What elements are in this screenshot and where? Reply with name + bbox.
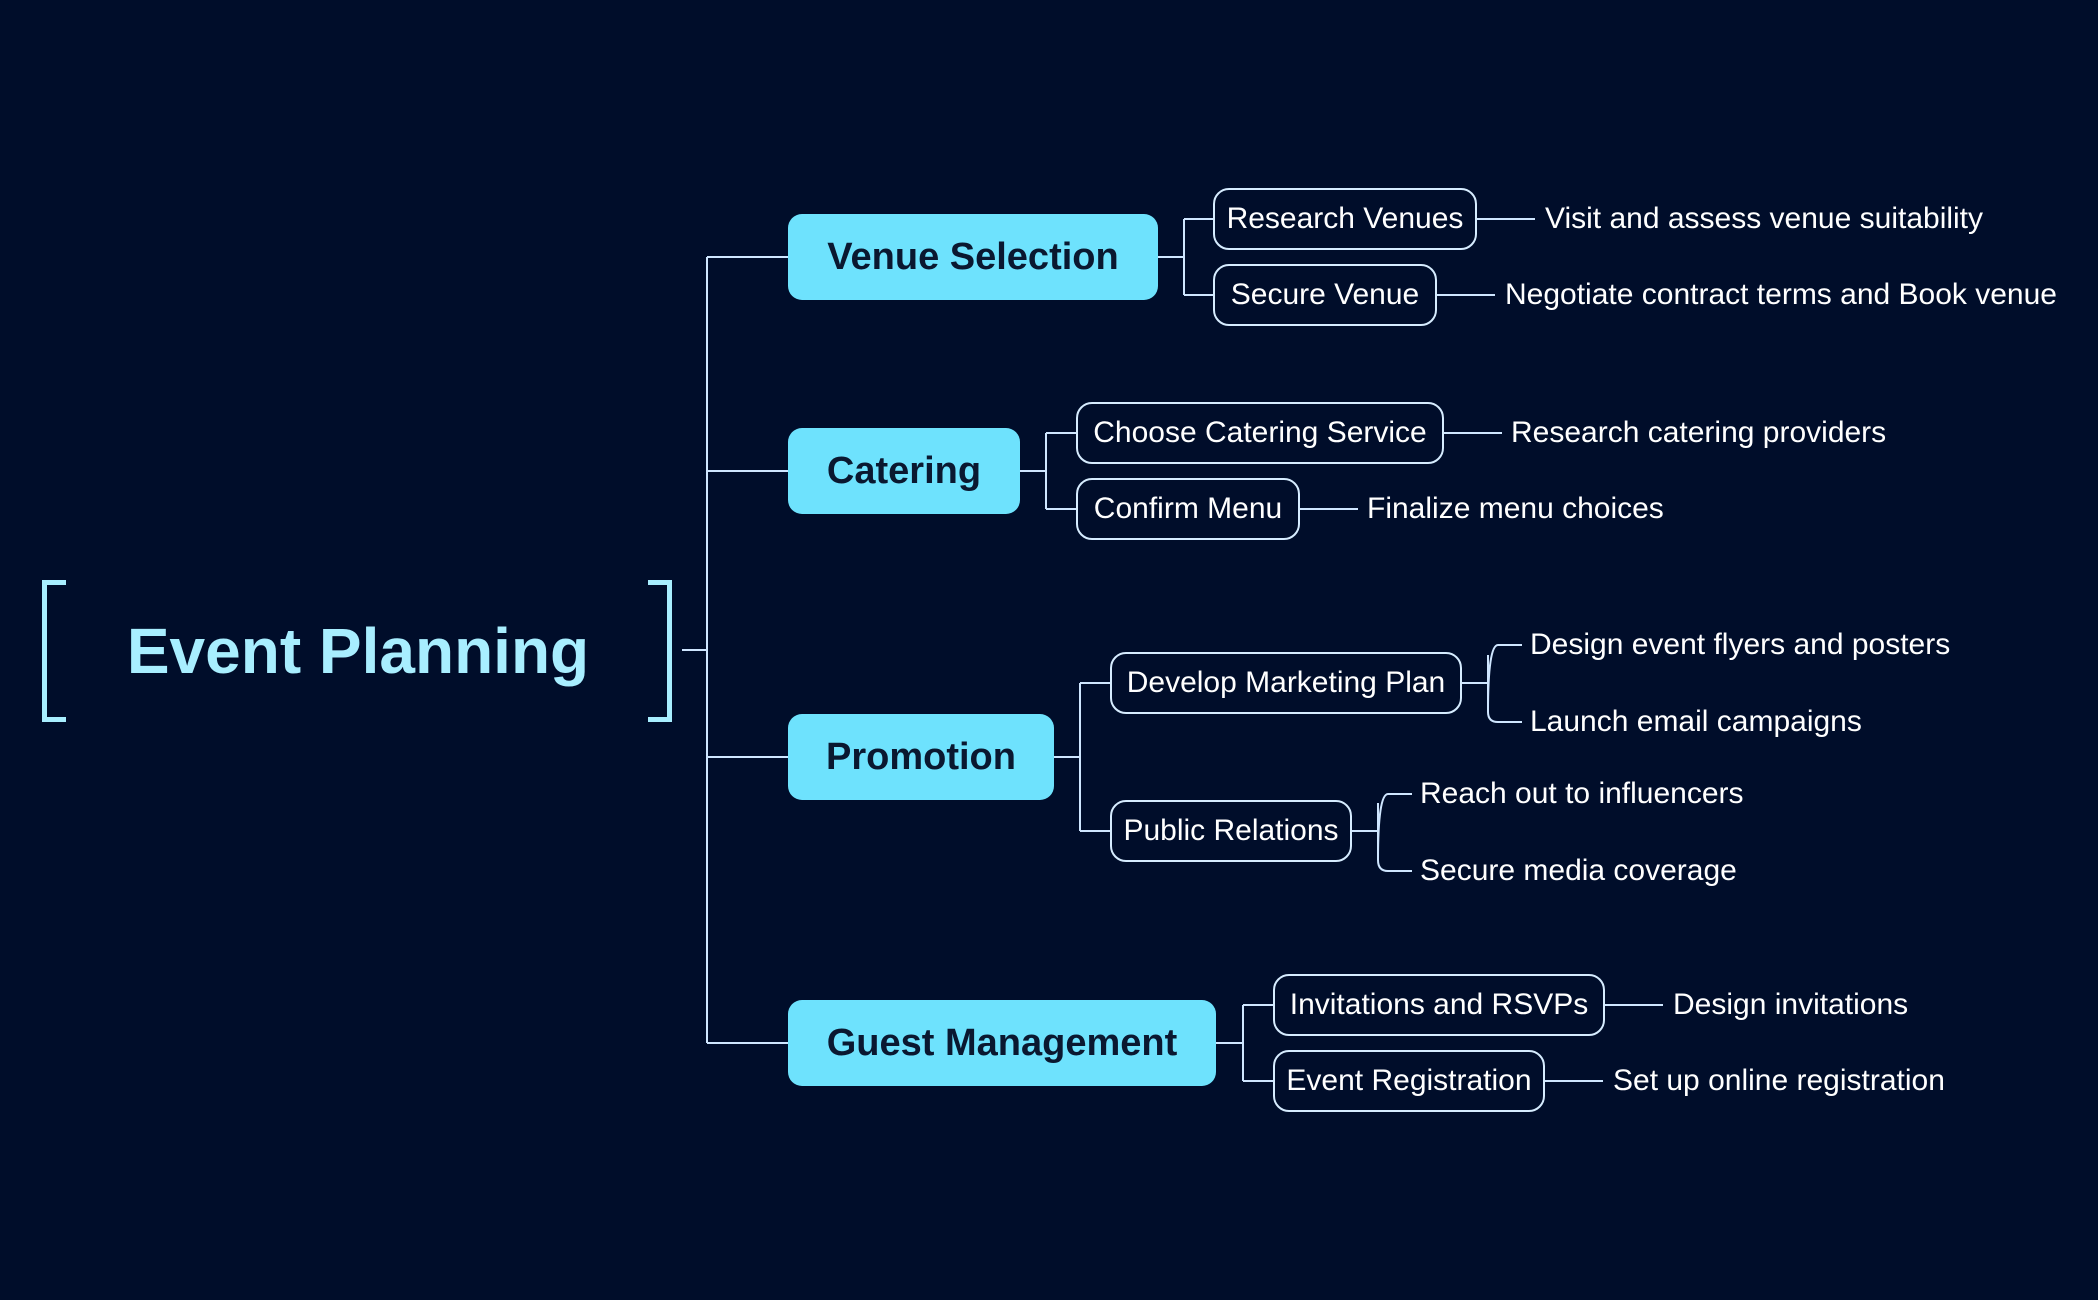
- subtopic-public-relations[interactable]: Public Relations: [1110, 800, 1352, 862]
- leaf-visit-assess-venue[interactable]: Visit and assess venue suitability: [1545, 202, 1984, 235]
- connector-promotion-subs: [1054, 682, 1110, 832]
- leaf-online-registration[interactable]: Set up online registration: [1613, 1064, 1945, 1097]
- connector-venue-subs: [1158, 218, 1213, 296]
- leaf-media-coverage[interactable]: Secure media coverage: [1420, 854, 1737, 887]
- root-bracket-right: [648, 580, 672, 722]
- leaf-finalize-menu[interactable]: Finalize menu choices: [1367, 492, 1664, 525]
- branch-venue-selection[interactable]: Venue Selection: [788, 214, 1158, 300]
- leaf-design-invitations[interactable]: Design invitations: [1673, 988, 1909, 1021]
- connector-guest-subs: [1216, 1004, 1273, 1082]
- subtopic-research-venues[interactable]: Research Venues: [1213, 188, 1477, 250]
- branch-guest-management[interactable]: Guest Management: [788, 1000, 1216, 1086]
- subtopic-invitations-rsvps[interactable]: Invitations and RSVPs: [1273, 974, 1605, 1036]
- subtopic-event-registration[interactable]: Event Registration: [1273, 1050, 1545, 1112]
- subtopic-develop-marketing-plan[interactable]: Develop Marketing Plan: [1110, 652, 1462, 714]
- leaf-research-catering[interactable]: Research catering providers: [1511, 416, 1887, 449]
- root-bracket-left: [42, 580, 66, 722]
- branch-promotion[interactable]: Promotion: [788, 714, 1054, 800]
- leaf-reach-influencers[interactable]: Reach out to influencers: [1420, 777, 1744, 810]
- subtopic-secure-venue[interactable]: Secure Venue: [1213, 264, 1437, 326]
- connector-catering-subs: [1020, 432, 1076, 510]
- leaf-email-campaigns[interactable]: Launch email campaigns: [1530, 705, 1862, 738]
- leaf-negotiate-contract[interactable]: Negotiate contract terms and Book venue: [1505, 278, 2057, 311]
- branch-catering[interactable]: Catering: [788, 428, 1020, 514]
- root-topic[interactable]: Event Planning: [126, 615, 590, 687]
- subtopic-confirm-menu[interactable]: Confirm Menu: [1076, 478, 1300, 540]
- subtopic-choose-catering[interactable]: Choose Catering Service: [1076, 402, 1444, 464]
- connector-pr-leaves: [1352, 793, 1412, 872]
- connector-marketing-leaves: [1462, 644, 1522, 723]
- leaf-design-flyers[interactable]: Design event flyers and posters: [1530, 628, 1951, 661]
